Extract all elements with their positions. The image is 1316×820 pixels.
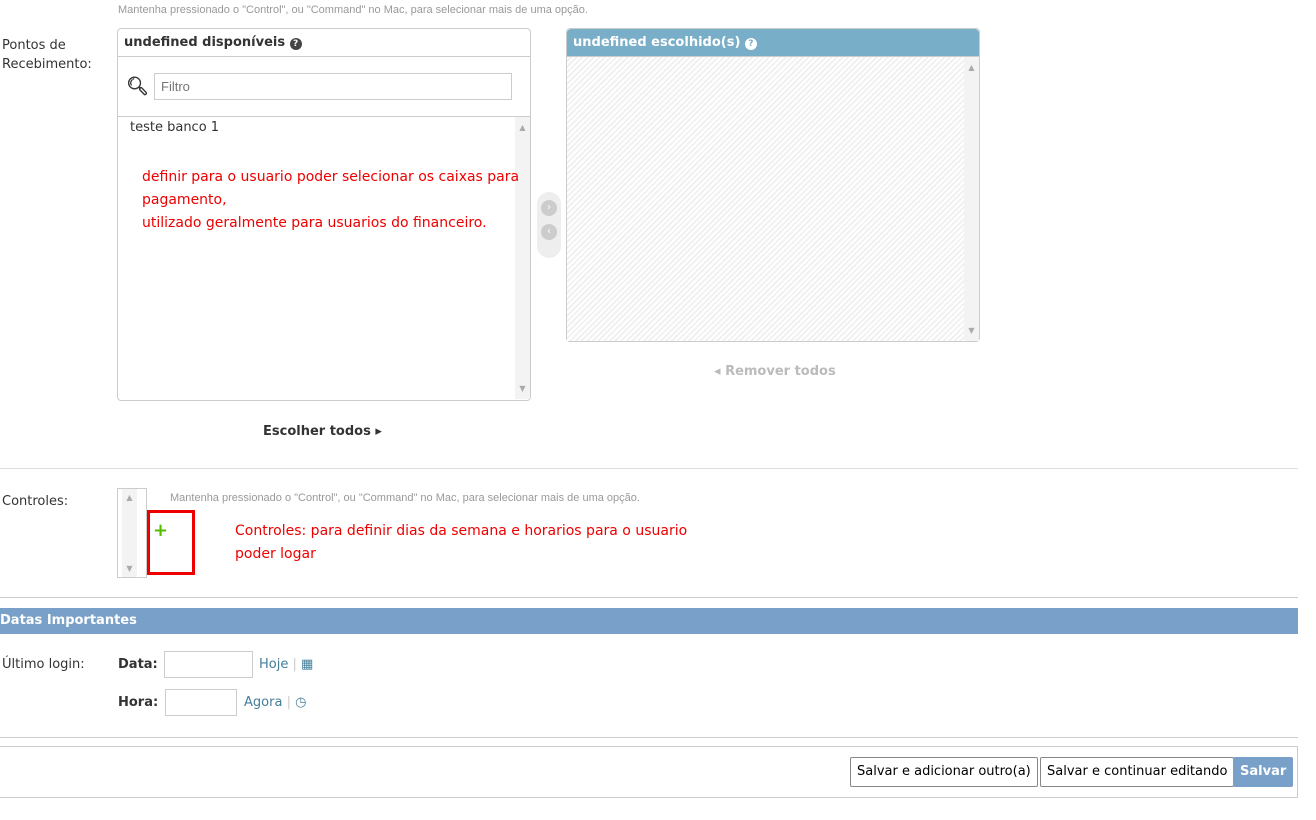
date-label: Data: bbox=[118, 657, 158, 672]
annotation-controles: Controles: para definir dias da semana e… bbox=[235, 520, 687, 566]
annotation-line: Controles: para definir dias da semana e… bbox=[235, 523, 688, 539]
filter-row: 🔍︎ bbox=[118, 57, 530, 117]
search-icon: 🔍︎ bbox=[126, 76, 149, 97]
remove-all-label: Remover todos bbox=[725, 364, 836, 379]
chosen-list[interactable]: ▲▼ bbox=[567, 57, 979, 341]
available-title: undefined disponíveis bbox=[124, 35, 286, 50]
help-icon[interactable]: ? bbox=[744, 38, 757, 50]
available-header: undefined disponíveis ? bbox=[118, 29, 530, 57]
controles-help: Mantenha pressionado o "Control", ou "Co… bbox=[170, 492, 640, 504]
chosen-box: undefined escolhido(s) ? ▲▼ bbox=[566, 28, 980, 342]
submit-row: Salvar e adicionar outro(a) Salvar e con… bbox=[0, 746, 1298, 798]
controles-select[interactable]: ▲▼ bbox=[117, 488, 147, 578]
remove-all-button[interactable]: ◂ Remover todos bbox=[714, 364, 836, 379]
available-box: undefined disponíveis ? 🔍︎ teste banco 1… bbox=[117, 28, 531, 401]
annotation-line: utilizado geralmente para usuarios do fi… bbox=[142, 215, 487, 231]
divider bbox=[0, 468, 1298, 469]
separator: | bbox=[286, 695, 291, 710]
calendar-icon[interactable]: ▦ bbox=[301, 657, 314, 672]
annotation-pontos: definir para o usuario poder selecionar … bbox=[142, 166, 519, 235]
time-label: Hora: bbox=[118, 695, 159, 710]
date-input[interactable] bbox=[164, 651, 253, 678]
help-text: Mantenha pressionado o "Control", ou "Co… bbox=[118, 4, 588, 16]
ultimo-login-label: Último login: bbox=[2, 657, 85, 672]
scrollbar[interactable]: ▲▼ bbox=[964, 57, 979, 341]
chosen-header: undefined escolhido(s) ? bbox=[567, 29, 979, 57]
add-control-button[interactable]: + bbox=[153, 520, 169, 541]
divider bbox=[0, 737, 1298, 738]
datas-header: Datas Importantes bbox=[0, 608, 1298, 634]
choose-all-label: Escolher todos bbox=[263, 424, 371, 439]
remove-arrow-icon[interactable]: ‹ bbox=[541, 224, 557, 240]
pontos-label: Pontos de Recebimento: bbox=[2, 38, 92, 72]
now-link[interactable]: Agora bbox=[244, 695, 283, 710]
save-button[interactable]: Salvar bbox=[1233, 757, 1294, 787]
controles-label: Controles: bbox=[2, 494, 69, 509]
clock-icon[interactable]: ◷ bbox=[295, 695, 307, 710]
divider bbox=[0, 597, 1298, 598]
time-shortcuts: Agora | ◷ bbox=[244, 695, 306, 710]
today-link[interactable]: Hoje bbox=[259, 657, 289, 672]
highlight-box bbox=[147, 510, 195, 575]
scrollbar[interactable]: ▲▼ bbox=[122, 489, 137, 577]
time-input[interactable] bbox=[165, 689, 237, 716]
date-shortcuts: Hoje | ▦ bbox=[259, 657, 313, 672]
help-icon[interactable]: ? bbox=[289, 38, 302, 50]
annotation-line: poder logar bbox=[235, 546, 316, 562]
add-arrow-icon[interactable]: › bbox=[541, 200, 557, 216]
chosen-title: undefined escolhido(s) bbox=[573, 35, 741, 50]
save-add-button[interactable]: Salvar e adicionar outro(a) bbox=[850, 757, 1038, 787]
separator: | bbox=[292, 657, 297, 672]
annotation-line: definir para o usuario poder selecionar … bbox=[142, 169, 520, 185]
list-item[interactable]: teste banco 1 bbox=[130, 120, 220, 135]
annotation-line: pagamento, bbox=[142, 192, 227, 208]
available-list[interactable]: teste banco 1 ▲▼ bbox=[118, 117, 530, 399]
choose-all-button[interactable]: Escolher todos ▸ bbox=[263, 424, 382, 439]
move-buttons: › ‹ bbox=[537, 192, 561, 258]
save-continue-button[interactable]: Salvar e continuar editando bbox=[1040, 757, 1235, 787]
filter-input[interactable] bbox=[154, 73, 512, 100]
scrollbar[interactable]: ▲▼ bbox=[515, 117, 530, 399]
